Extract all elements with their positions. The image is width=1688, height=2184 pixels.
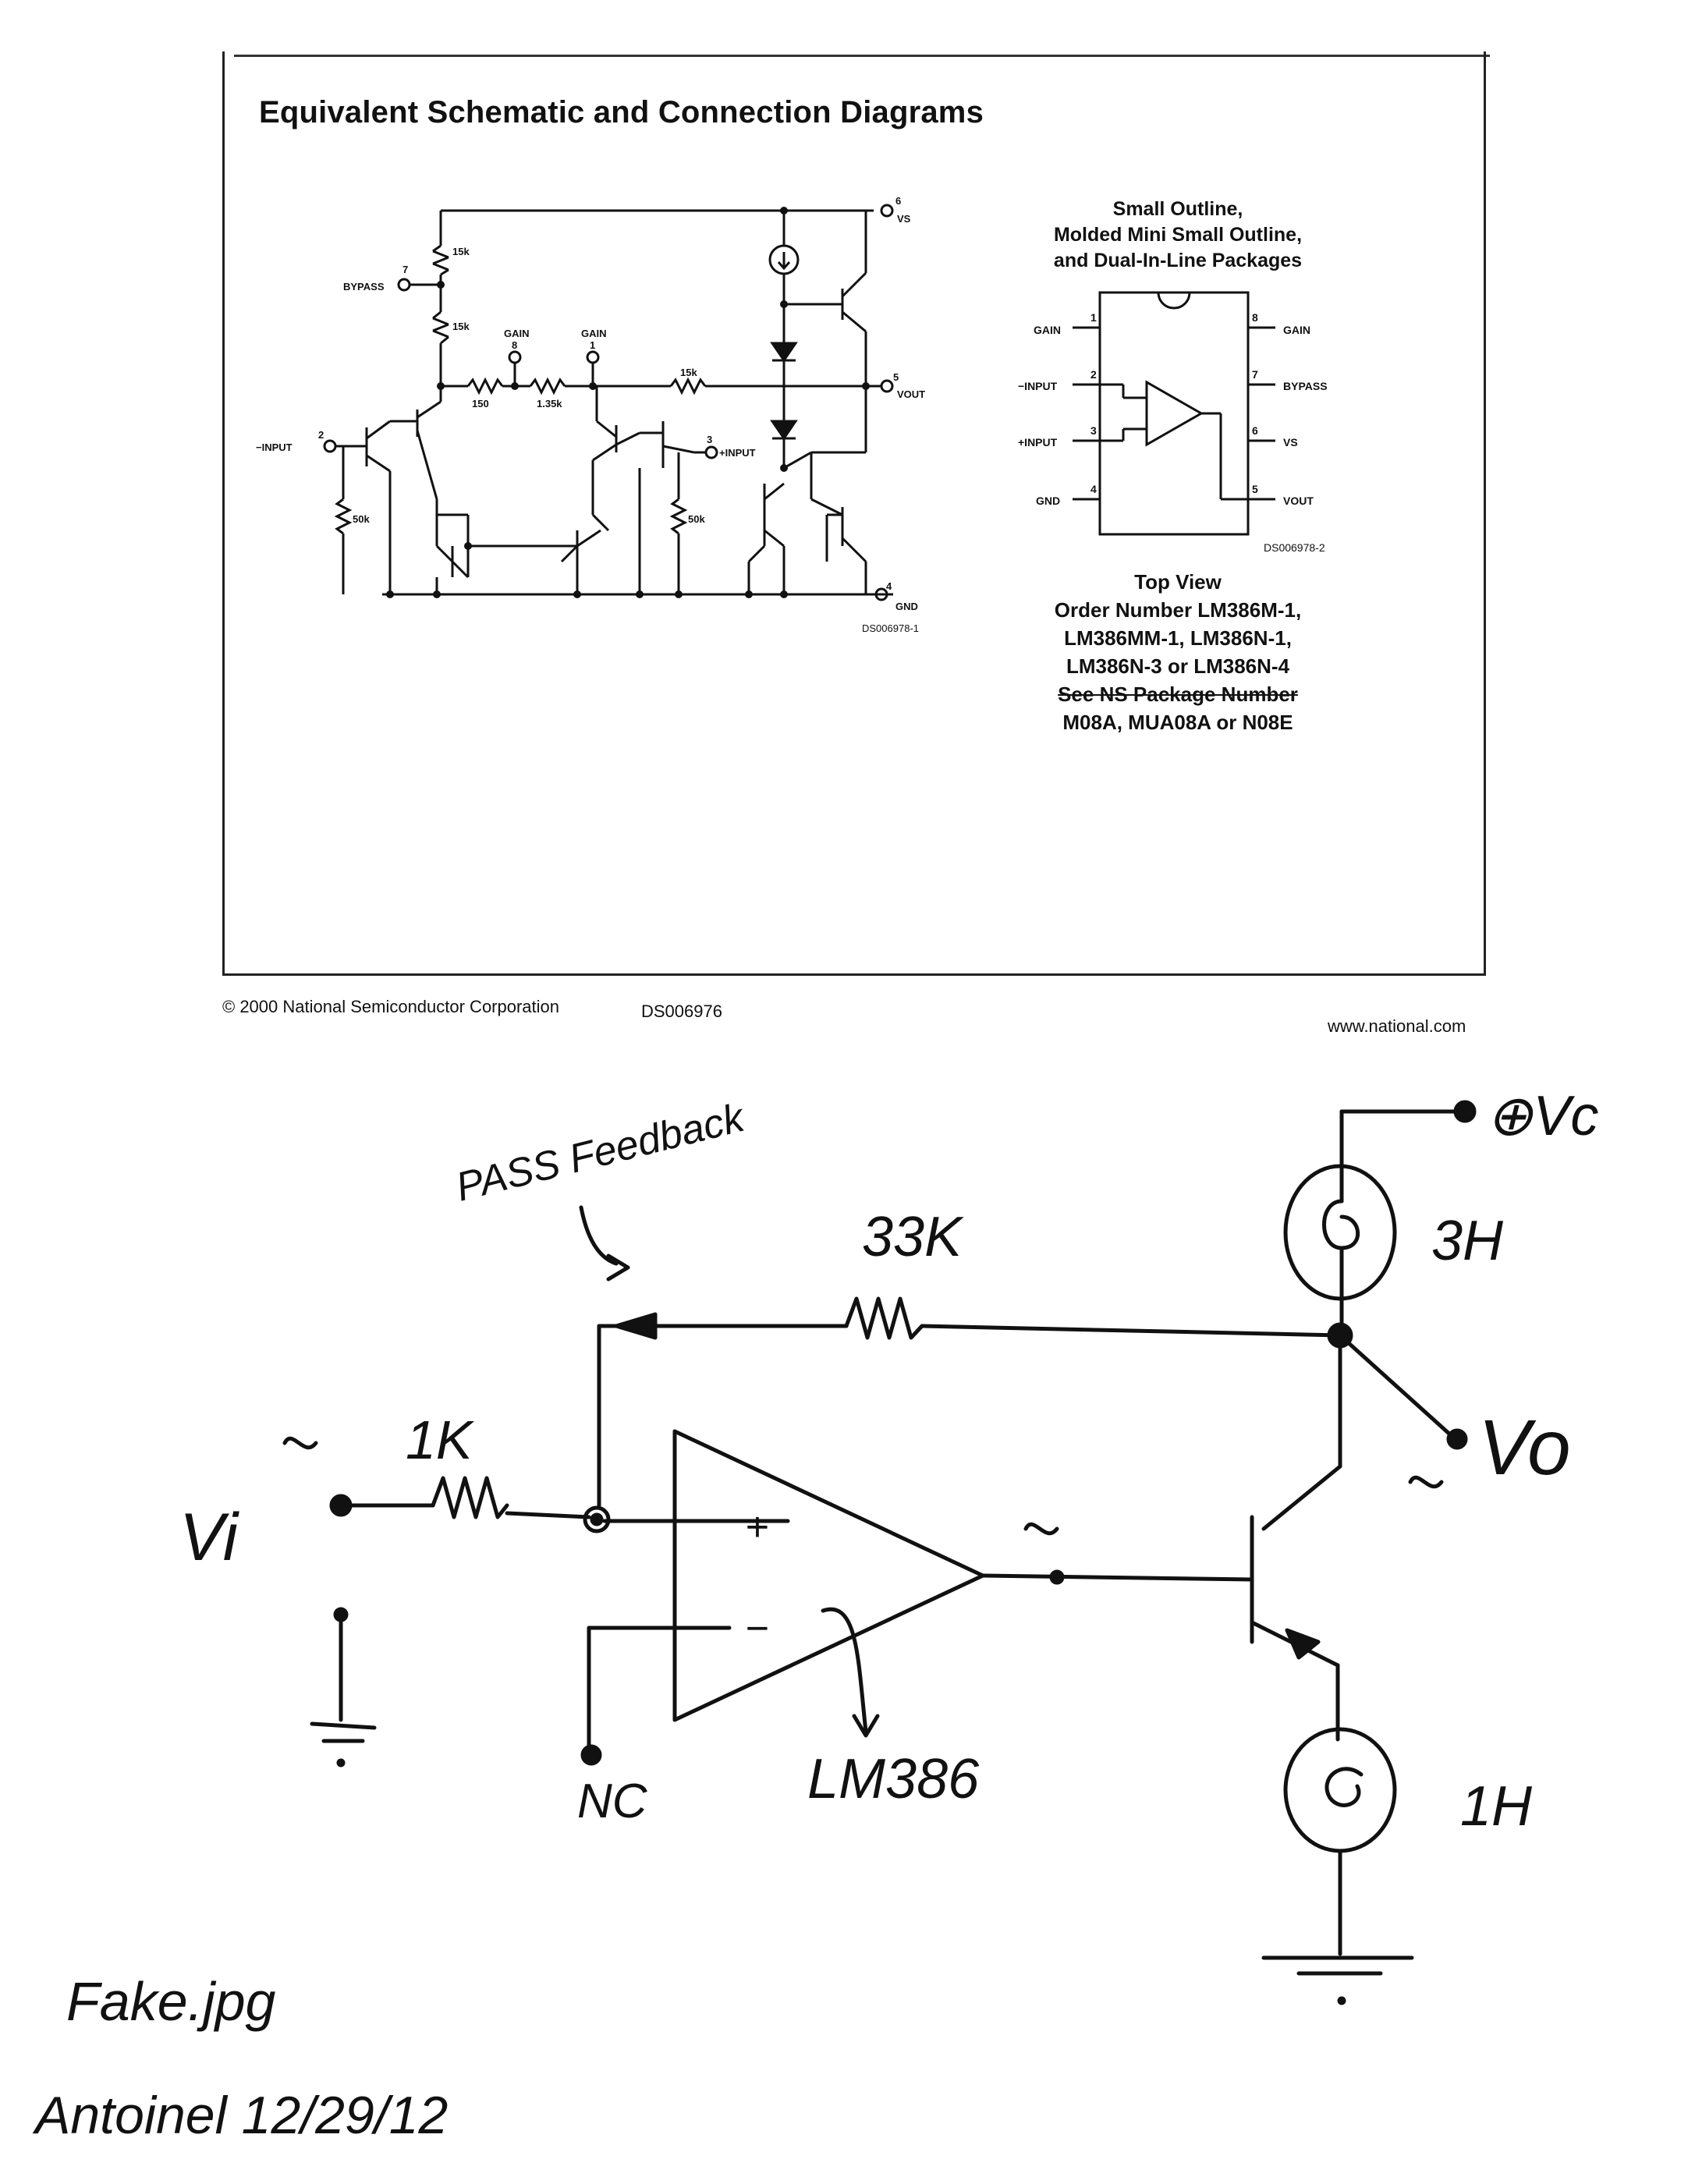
package-reference-line: See NS Package Number (1058, 682, 1298, 706)
package-title-line: Molded Mini Small Outline, (1053, 224, 1303, 246)
resistor-33k (844, 1296, 924, 1340)
r-33k-label: 33K (862, 1206, 964, 1268)
r-150-label: 150 (472, 398, 489, 410)
pin5-label: 5 (893, 371, 899, 383)
vs-label: VS (897, 213, 911, 225)
r-15k-fb-label: 15k (680, 367, 697, 378)
r-50k-right-label: 50k (688, 513, 705, 525)
supply-label: ⊕Vc (1486, 1085, 1598, 1147)
pkg-pin-label: +INPUT (1018, 436, 1058, 448)
pin8-label: 8 (512, 339, 517, 351)
handdrawn-circuit: PASS Feedback 33K 1K Vi ⊕Vc 3H 1H Vo + −… (32, 1085, 1598, 2145)
pkg-pin-number: 3 (1090, 424, 1097, 437)
pkg-pin-label: GND (1036, 495, 1060, 507)
pin6-label: 6 (895, 195, 901, 207)
pkg-pin-number: 6 (1252, 424, 1258, 437)
r-1k-label: 1K (406, 1409, 475, 1470)
pkg-pin-number: 5 (1252, 483, 1258, 495)
pin1-label: 1 (590, 339, 595, 351)
lamp-3h-filament (1322, 1199, 1360, 1250)
signature-date: Antoinel 12/29/12 (32, 2086, 448, 2145)
input-waveform-icon (282, 1436, 318, 1450)
package-figure-id: DS006978-2 (1264, 541, 1325, 554)
ic-notch (1157, 292, 1191, 310)
datasheet-frame (222, 51, 1486, 976)
pkg-pin-label: VS (1283, 436, 1298, 448)
pkg-pin-number: 8 (1252, 311, 1258, 324)
copyright: © 2000 National Semiconductor Corporatio… (222, 997, 560, 1016)
order-line: Order Number LM386M-1, (1054, 598, 1302, 622)
minus-input-mark: − (745, 1606, 768, 1651)
pass-feedback-note: PASS Feedback (452, 1094, 750, 1210)
pkg-pin-number: 4 (1090, 483, 1097, 495)
pkg-pin-number: 2 (1090, 368, 1097, 381)
r-1.35k-label: 1.35k (537, 398, 562, 410)
gain1-label: GAIN (581, 328, 607, 339)
package-title-line: Small Outline, (1112, 198, 1243, 220)
pkg-pin-label: −INPUT (1018, 380, 1058, 392)
output-waveform-icon (1023, 1522, 1059, 1536)
r-50k-left-label: 50k (353, 513, 370, 525)
schematic-figure-id: DS006978-1 (862, 622, 919, 634)
gain8-label: GAIN (504, 328, 530, 339)
plus-input-mark: + (745, 1505, 768, 1550)
order-line: LM386MM-1, LM386N-1, (1064, 626, 1292, 650)
order-line: LM386N-3 or LM386N-4 (1066, 654, 1290, 678)
package-title-line: and Dual-In-Line Packages (1053, 250, 1303, 271)
pkg-pin-label: VOUT (1283, 495, 1314, 507)
order-info: Top View Order Number LM386M-1, LM386MM-… (998, 568, 1357, 736)
datasheet-top-border (234, 55, 1490, 57)
pin3-label: 3 (707, 434, 712, 445)
pin7-label: 7 (402, 264, 408, 275)
website-url: www.national.com (1328, 1016, 1466, 1036)
bypass-label: BYPASS (343, 281, 385, 292)
plus-input-label: +INPUT (719, 447, 756, 459)
top-view-label: Top View (1134, 570, 1222, 594)
lamp-1h-bulb (1283, 1727, 1397, 1853)
lm386-opamp (672, 1429, 985, 1722)
datasheet-title: Equivalent Schematic and Connection Diag… (259, 95, 984, 129)
package-codes: M08A, MUA08A or N08E (1062, 711, 1293, 734)
pkg-pin-label: GAIN (1034, 324, 1061, 336)
lamp-1h-filament (1325, 1767, 1364, 1807)
pkg-pin-label: GAIN (1283, 324, 1310, 336)
pin4-label: 4 (886, 580, 892, 592)
feedback-pointer (579, 1205, 619, 1266)
vo-label: Vo (1478, 1404, 1571, 1491)
resistor-1k (431, 1476, 509, 1519)
opamp-symbol (1145, 380, 1204, 447)
lm386-pointer (821, 1607, 868, 1734)
gnd-label: GND (895, 601, 918, 612)
pkg-pin-number: 1 (1090, 311, 1097, 324)
package-diagram: 1 GAIN 2 −INPUT 3 +INPUT 4 GND 8 GAIN 7 … (1018, 291, 1328, 554)
package-title: Small Outline, Molded Mini Small Outline… (998, 197, 1357, 274)
pkg-pin-label: BYPASS (1283, 380, 1328, 392)
lm386-label: LM386 (807, 1748, 980, 1810)
vi-label: Vi (179, 1500, 240, 1575)
equivalent-schematic: 6 VS 7 BYPASS 15k 15k GAIN 8 GAIN 1 150 … (256, 195, 925, 634)
file-note: Fake.jpg (66, 1971, 276, 2032)
r-15k-mid-label: 15k (452, 321, 470, 332)
vo-waveform-icon (1408, 1475, 1444, 1489)
pin2-label: 2 (318, 429, 324, 441)
lamp-3h-label: 3H (1431, 1210, 1504, 1272)
doc-id: DS006976 (641, 1002, 722, 1021)
nc-label: NC (577, 1774, 648, 1828)
lamp-1h-label: 1H (1460, 1775, 1533, 1838)
minus-input-label: −INPUT (256, 441, 293, 453)
pkg-pin-number: 7 (1252, 368, 1258, 381)
vout-label: VOUT (897, 388, 925, 400)
ic-package-outline (1098, 291, 1250, 536)
r-15k-top-label: 15k (452, 246, 470, 257)
